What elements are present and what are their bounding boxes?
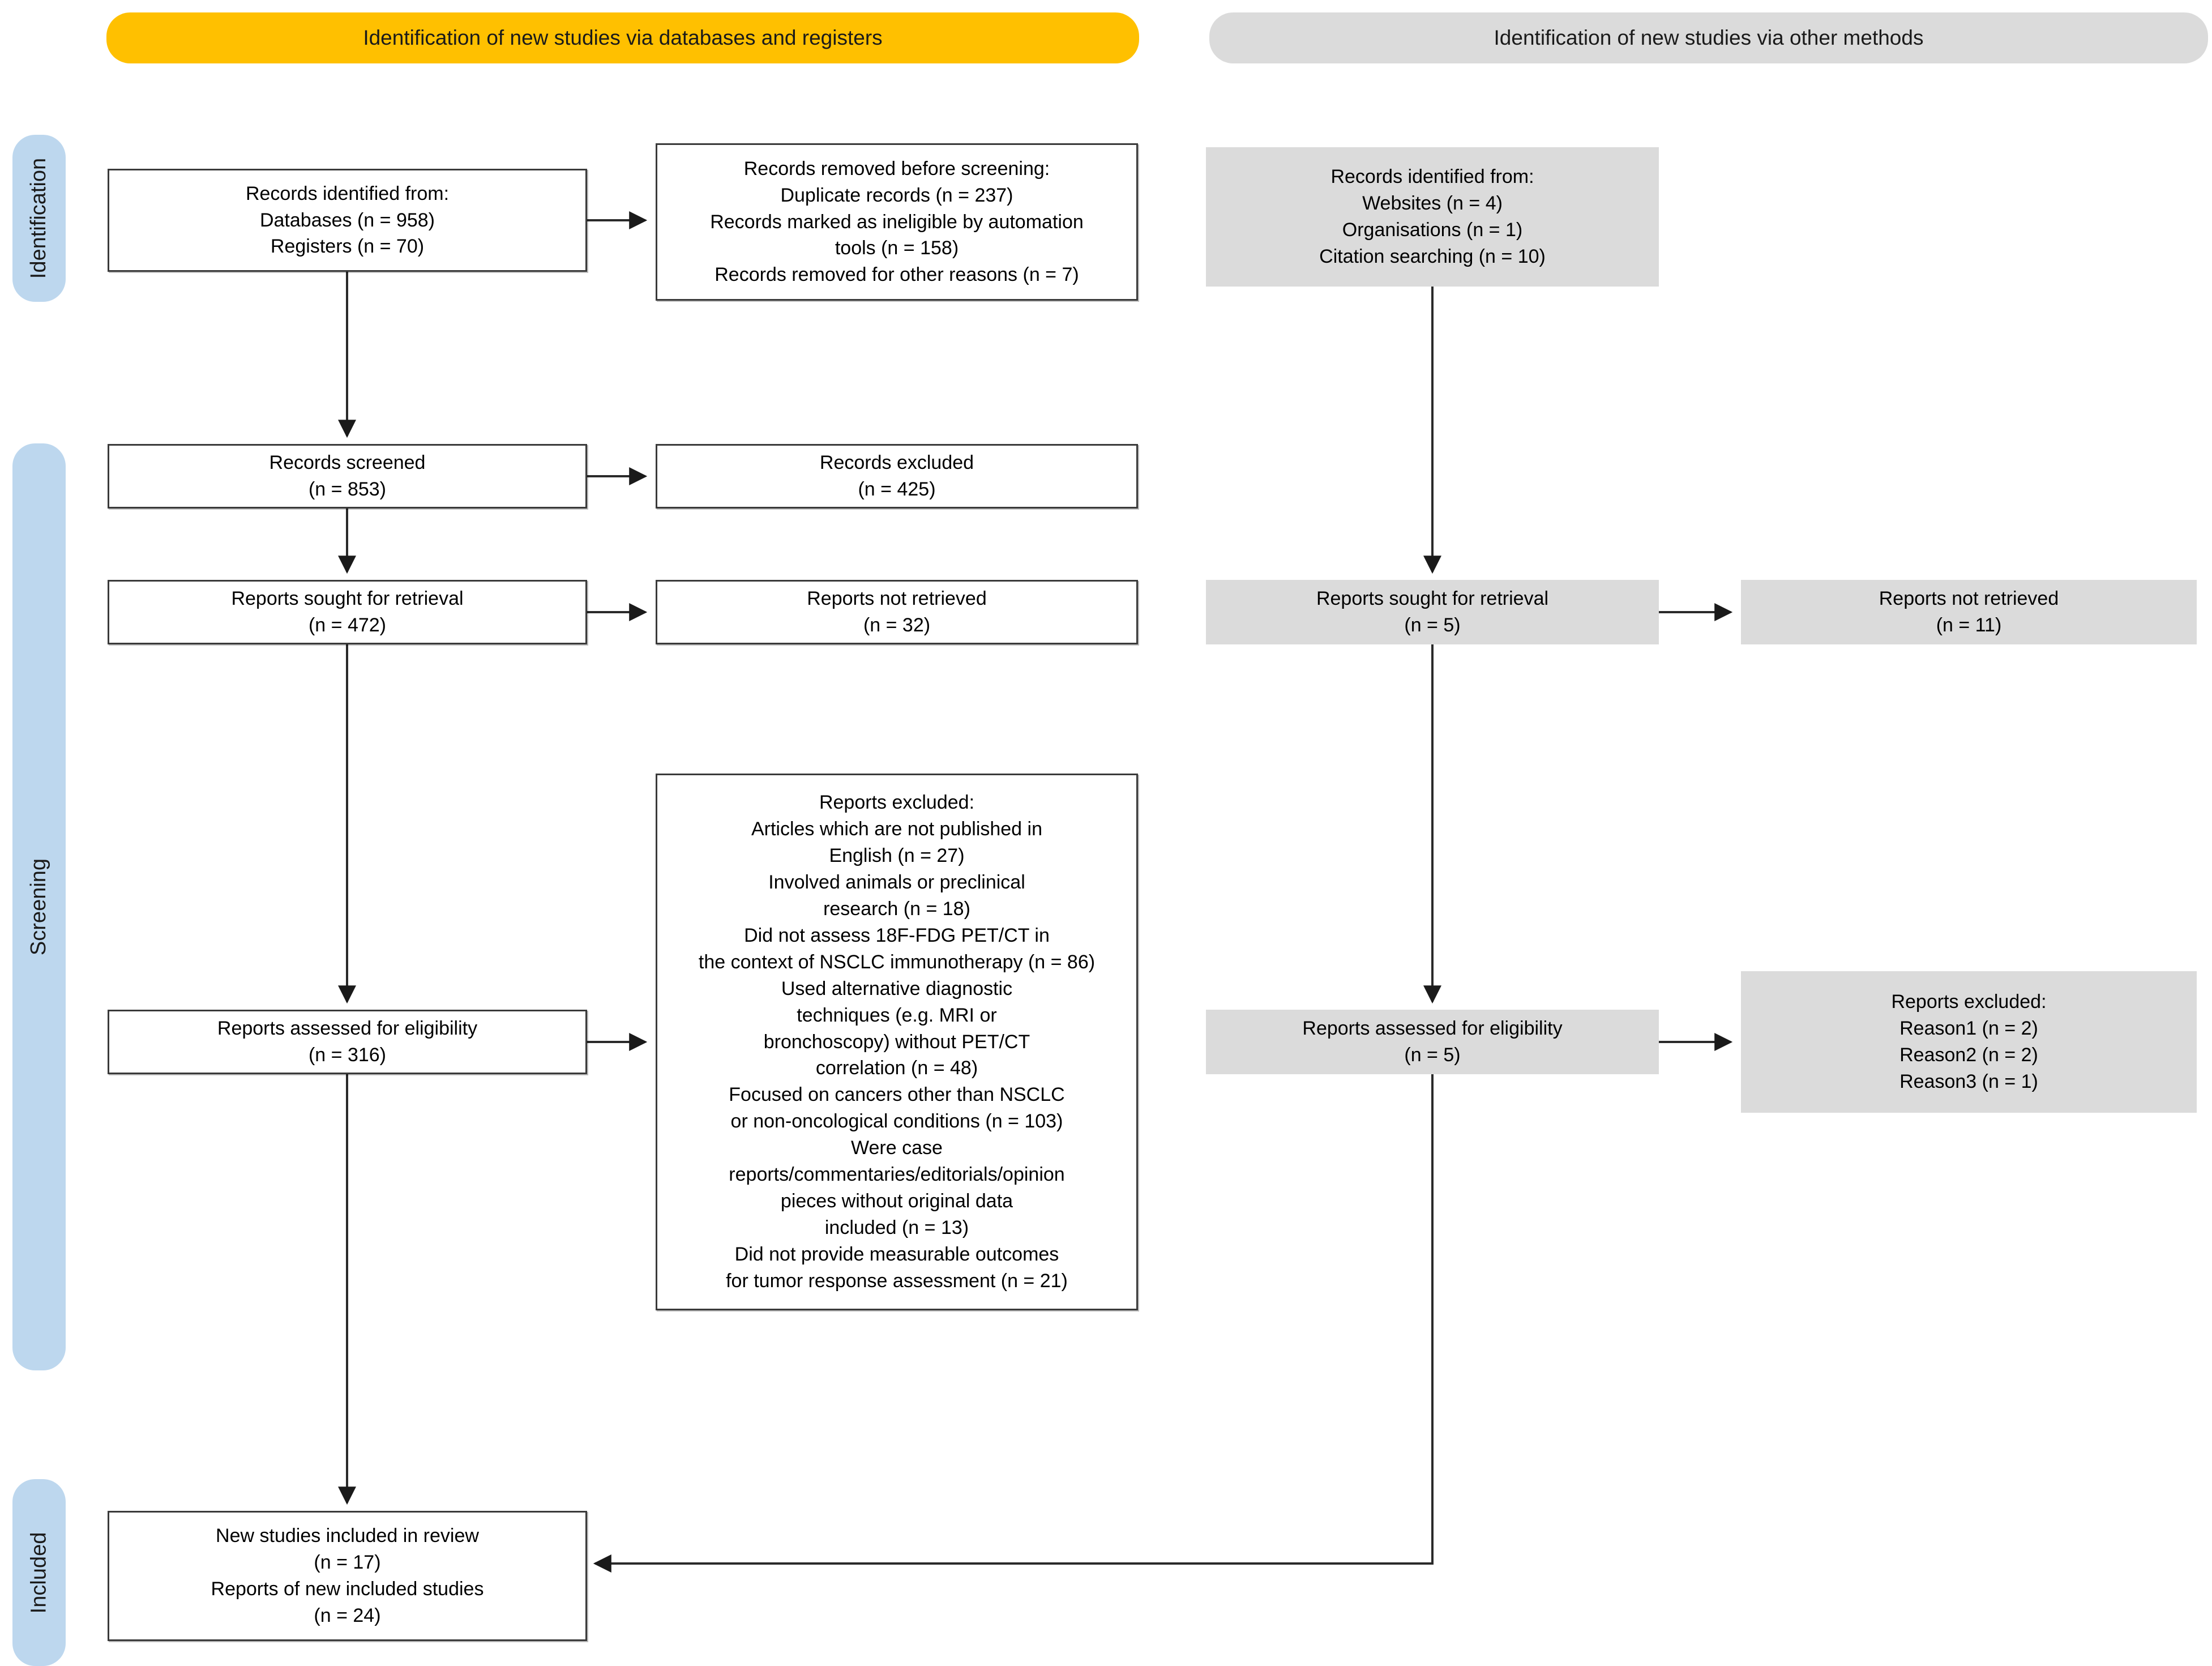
box-records-identified-other: Records identified from: Websites (n = 4…	[1206, 147, 1659, 287]
stage-label-included: Included	[12, 1479, 66, 1666]
box-records-removed: Records removed before screening: Duplic…	[656, 143, 1138, 301]
banner-databases-registers: Identification of new studies via databa…	[106, 12, 1139, 63]
box-records-identified-databases: Records identified from: Databases (n = …	[108, 169, 587, 272]
stage-label-identification: Identification	[12, 135, 66, 302]
box-new-studies-included: New studies included in review (n = 17) …	[108, 1511, 587, 1641]
box-reports-assessed-databases: Reports assessed for eligibility (n = 31…	[108, 1010, 587, 1074]
stage-label-screening-text: Screening	[27, 858, 51, 956]
box-records-excluded: Records excluded (n = 425)	[656, 444, 1138, 509]
stage-label-screening: Screening	[12, 443, 66, 1370]
stage-label-identification-text: Identification	[27, 157, 51, 279]
box-reports-excluded-databases: Reports excluded: Articles which are not…	[656, 774, 1138, 1310]
box-reports-not-retrieved-databases: Reports not retrieved (n = 32)	[656, 580, 1138, 644]
stage-label-included-text: Included	[27, 1532, 51, 1613]
box-reports-assessed-other: Reports assessed for eligibility (n = 5)	[1206, 1010, 1659, 1074]
box-reports-sought-other: Reports sought for retrieval (n = 5)	[1206, 580, 1659, 644]
box-reports-not-retrieved-other: Reports not retrieved (n = 11)	[1741, 580, 2197, 644]
box-reports-sought-databases: Reports sought for retrieval (n = 472)	[108, 580, 587, 644]
banner-other-methods: Identification of new studies via other …	[1209, 12, 2208, 63]
box-reports-excluded-other: Reports excluded: Reason1 (n = 2) Reason…	[1741, 971, 2197, 1113]
box-records-screened: Records screened (n = 853)	[108, 444, 587, 509]
